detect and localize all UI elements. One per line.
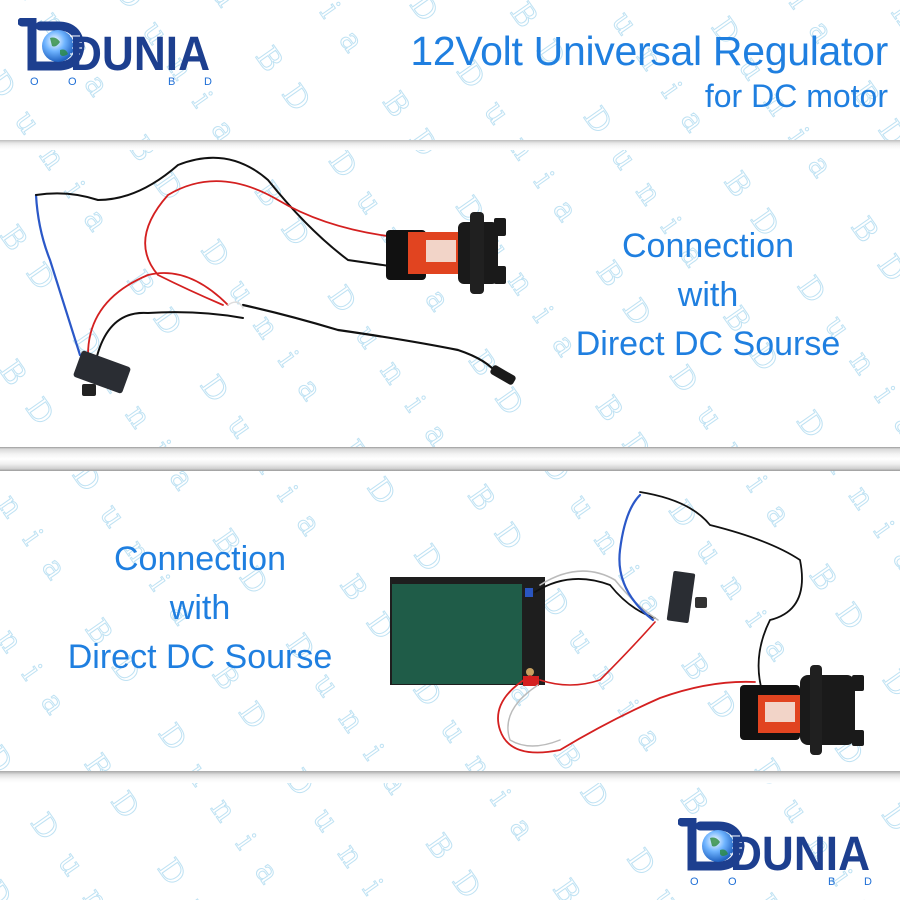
blue-wire xyxy=(34,193,82,357)
section-2-caption: Connection with Direct DC Sourse xyxy=(30,535,370,682)
logo-letter: O xyxy=(690,876,699,888)
caption-line: Direct DC Sourse xyxy=(67,638,333,676)
dunia-logo: DUNIA O O B D xyxy=(18,18,212,88)
header-title-block: 12Volt Universal Regulator for DC motor xyxy=(410,26,888,116)
pwm-regulator xyxy=(73,350,131,396)
section-1-caption: Connection with Direct DC Sourse xyxy=(540,222,876,369)
logo-letter: O xyxy=(68,76,77,88)
logo-wordmark: DUNIA xyxy=(730,828,870,881)
blue-wire xyxy=(618,493,655,622)
divider-bottom xyxy=(0,771,900,783)
dc-pump-motor xyxy=(386,212,506,294)
divider-top xyxy=(0,140,900,150)
logo-wordmark: DUNIA xyxy=(70,28,210,81)
dc-pump-motor xyxy=(740,665,864,755)
caption-line: Connection xyxy=(621,227,794,265)
caption-line: Connection xyxy=(113,540,286,578)
black-wire xyxy=(639,491,803,701)
cart-icon xyxy=(18,18,85,71)
logo-letter: B xyxy=(168,76,175,88)
red-wire xyxy=(497,675,756,754)
page-title: 12Volt Universal Regulator xyxy=(410,28,888,74)
wiring-diagram-motor-regulator xyxy=(34,156,516,396)
logo-letter: O xyxy=(30,76,39,88)
black-wire xyxy=(35,156,404,269)
wiring-diagram-battery-regulator-motor xyxy=(390,491,864,755)
logo-bottom: DUNIA O O B D xyxy=(678,818,878,888)
caption-line: with xyxy=(169,589,231,627)
red-wire xyxy=(144,180,404,306)
dunia-logo: DUNIA O O B D xyxy=(678,818,872,888)
pwm-regulator xyxy=(666,570,707,624)
page-subtitle: for DC motor xyxy=(704,78,888,114)
logo-letter: D xyxy=(204,76,212,88)
logo-letter: D xyxy=(864,876,872,888)
caption-line: with xyxy=(677,276,739,314)
divider-middle xyxy=(0,447,900,471)
logo-top: DUNIA O O B D xyxy=(18,18,218,88)
logo-letter: O xyxy=(728,876,737,888)
barrel-jack xyxy=(490,365,516,385)
product-photo-2 xyxy=(370,480,900,765)
caption-line: Direct DC Sourse xyxy=(575,325,841,363)
battery xyxy=(390,577,545,686)
logo-letter: B xyxy=(828,876,835,888)
product-photo-1 xyxy=(28,150,558,430)
cart-icon xyxy=(678,818,745,871)
